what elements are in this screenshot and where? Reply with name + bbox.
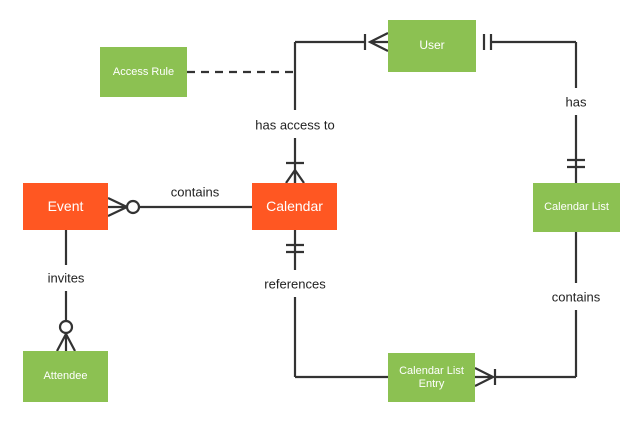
entity-label-attendee: Attendee [43, 370, 88, 383]
entity-label-event: Event [47, 198, 84, 215]
entity-attendee[interactable]: Attendee [23, 351, 108, 402]
entity-access-rule[interactable]: Access Rule [100, 47, 187, 97]
cardinality-cle-contains-crowsfoot [474, 367, 496, 387]
entity-label-access-rule: Access Rule [112, 65, 175, 78]
cardinality-user-access-crowsfoot [367, 32, 389, 52]
cardinality-attendee-invites-crowsfoot [56, 331, 76, 352]
relationship-label-references: references [261, 276, 329, 292]
relationship-label-invites: invites [44, 270, 88, 286]
entity-label-calendar-list: Calendar List [544, 201, 609, 214]
cardinality-calendar-access-crowsfoot [285, 168, 305, 184]
entity-calendar-list[interactable]: Calendar List [533, 183, 620, 232]
entity-label-user: User [419, 38, 445, 53]
entity-calendar[interactable]: Calendar [252, 183, 337, 230]
relationship-label-has: has [562, 94, 590, 110]
cardinality-event-contains-crowsfoot [107, 197, 130, 217]
entity-calendar-list-entry[interactable]: Calendar List Entry [388, 353, 475, 402]
entity-user[interactable]: User [388, 20, 476, 72]
entity-label-calendar-list-entry: Calendar List Entry [399, 364, 464, 390]
relationship-label-has-access-to: has access to [252, 117, 338, 133]
cardinality-event-contains-circle [125, 199, 141, 215]
relationship-label-contains-entry: contains [548, 289, 604, 305]
cardinality-attendee-invites-circle [58, 319, 74, 335]
relationship-label-contains-calendar: contains [167, 184, 223, 200]
entity-event[interactable]: Event [23, 183, 108, 230]
entity-label-calendar: Calendar [266, 198, 323, 215]
